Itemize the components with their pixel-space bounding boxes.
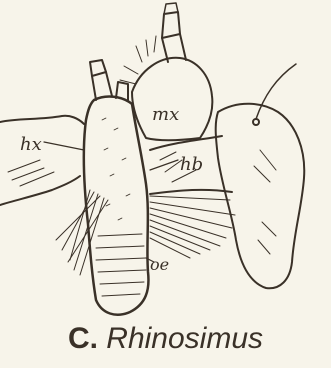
caption-genus: Rhinosimus	[106, 322, 263, 355]
caption-letter: C.	[68, 322, 98, 355]
label-mx: mx	[152, 104, 179, 125]
right-sclerite	[216, 64, 305, 288]
figure-caption: C. Rhinosimus	[0, 322, 331, 356]
label-hb: hb	[180, 154, 203, 175]
leader-lines	[44, 142, 178, 262]
label-oe: oe	[150, 255, 169, 274]
central-stalk	[84, 60, 149, 315]
left-head-wedge	[0, 116, 84, 205]
muscle-fibers	[56, 190, 235, 275]
label-hx: hx	[20, 134, 42, 155]
